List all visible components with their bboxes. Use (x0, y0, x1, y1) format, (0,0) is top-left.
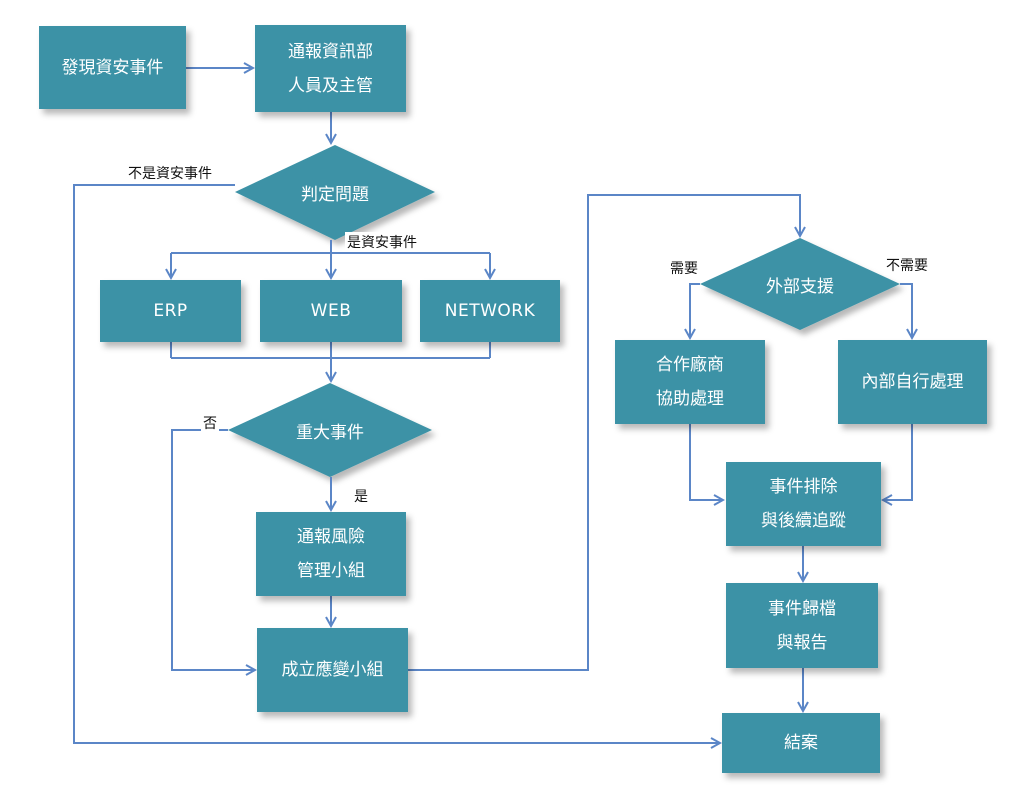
notify-risk-label-line2: 管理小組 (297, 561, 365, 581)
vendor-label-line1: 合作廠商 (656, 355, 724, 375)
notify-it-box: 通報資訊部 人員及主管 (255, 25, 406, 112)
web-box: WEB (260, 280, 402, 342)
is-incident-label: 是資安事件 (345, 232, 419, 252)
network-label: NETWORK (444, 301, 536, 321)
internal-label: 內部自行處理 (861, 372, 964, 392)
close-label: 結案 (784, 733, 818, 753)
major-label: 重大事件 (296, 422, 364, 443)
edge-vendor-remove (689, 424, 723, 500)
remove-label-line2: 與後續追蹤 (761, 511, 846, 531)
remove-box: 事件排除 與後續追蹤 (726, 462, 881, 546)
edge-external-noneed (900, 283, 912, 338)
network-box: NETWORK (420, 280, 560, 342)
no-label: 否 (201, 413, 219, 433)
not-incident-label: 不是資安事件 (126, 163, 214, 183)
remove-label-line1: 事件排除 (769, 477, 838, 497)
archive-box: 事件歸檔 與報告 (726, 583, 878, 668)
archive-label-line1: 事件歸檔 (768, 598, 836, 619)
vendor-label-line2: 協助處理 (656, 389, 724, 409)
edge-major-no (171, 429, 255, 670)
response-team-label: 成立應變小組 (281, 660, 384, 680)
discover-incident-box: 發現資安事件 (39, 26, 186, 109)
notify-it-label-line2: 人員及主管 (288, 75, 373, 96)
major-diamond (228, 383, 432, 477)
notify-risk-box: 通報風險 管理小組 (256, 512, 406, 596)
edge-internal-remove (883, 424, 913, 500)
archive-label-line2: 與報告 (776, 632, 828, 653)
internal-box: 內部自行處理 (838, 340, 987, 424)
discover-incident-label: 發現資安事件 (61, 57, 164, 78)
edge-external-need (690, 283, 700, 338)
notify-risk-label-line1: 通報風險 (297, 527, 365, 547)
judge-diamond (235, 145, 435, 240)
notify-it-label-line1: 通報資訊部 (288, 41, 373, 62)
vendor-box: 合作廠商 協助處理 (615, 340, 765, 424)
judge-label: 判定問題 (301, 184, 369, 205)
external-diamond (700, 238, 900, 330)
edge-judge-close (73, 184, 720, 743)
erp-label: ERP (153, 301, 188, 321)
no-need-label: 不需要 (884, 255, 930, 275)
close-box: 結案 (722, 713, 880, 773)
erp-box: ERP (100, 280, 241, 342)
external-label: 外部支援 (766, 276, 834, 297)
need-label: 需要 (668, 258, 700, 278)
yes-label: 是 (352, 486, 370, 506)
response-team-box: 成立應變小組 (257, 628, 408, 712)
web-label: WEB (310, 301, 352, 321)
edge-response-external (408, 194, 800, 671)
